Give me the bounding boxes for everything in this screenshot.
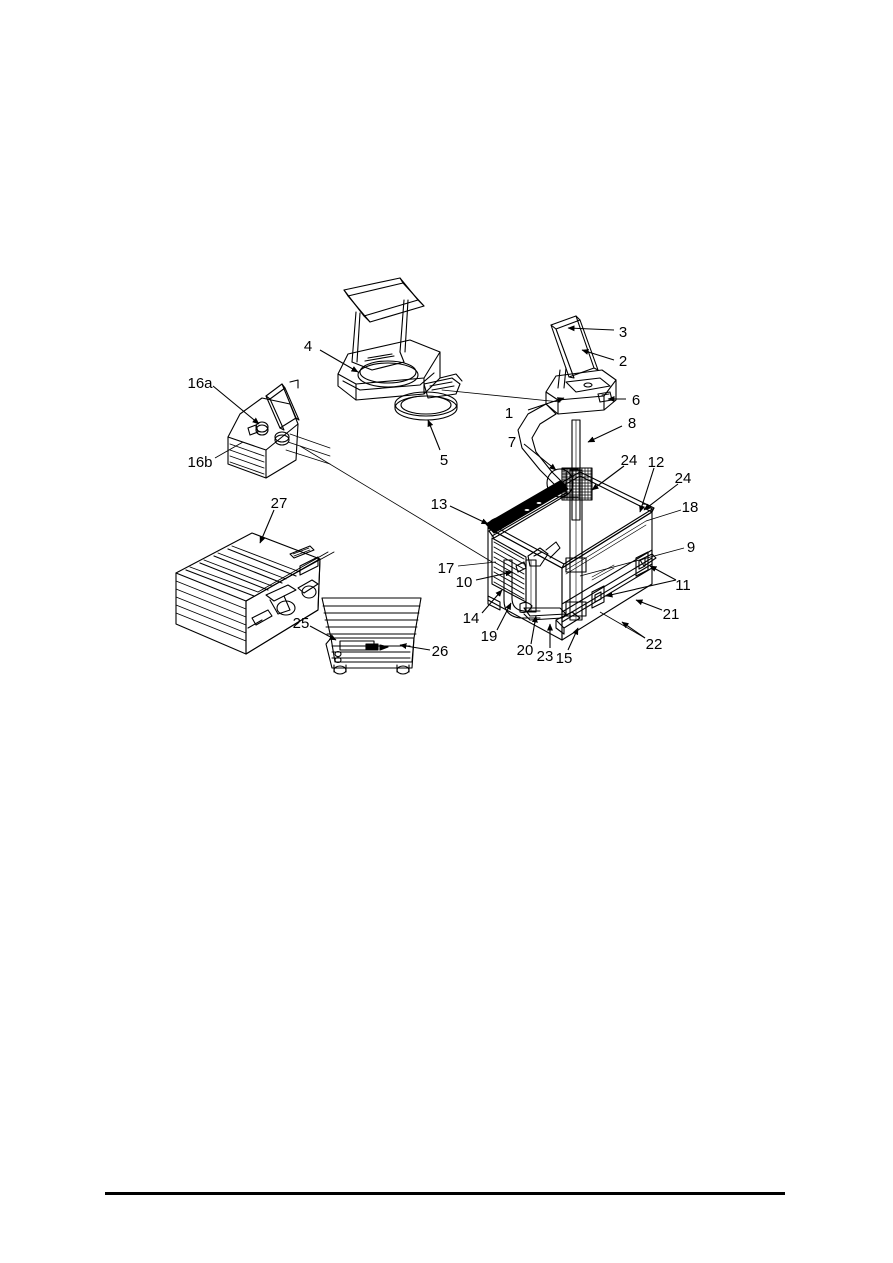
callout-label-27: 27: [271, 495, 288, 512]
callout-label-1: 1: [505, 405, 513, 422]
callout-label-14: 14: [463, 610, 480, 627]
assembly-document-camera: [337, 277, 561, 403]
callout-label-19: 19: [481, 628, 498, 645]
callout-label-17: 17: [438, 560, 455, 577]
callout-number-labels: 1 2 3 4 5 6 7 8 9 10 11 12 13 14 15 16a …: [187, 324, 698, 667]
callout-label-18: 18: [682, 499, 699, 516]
callout-label-11: 11: [675, 577, 691, 594]
callout-label-24b: 24: [675, 470, 692, 487]
callout-leader-lines: [212, 325, 685, 651]
technical-line-artwork: [175, 277, 657, 675]
footer-divider-rule: [105, 1192, 785, 1195]
callout-label-21: 21: [663, 606, 680, 623]
part-lens-ring: [394, 391, 458, 421]
callout-label-7: 7: [508, 434, 516, 451]
callout-label-16a: 16a: [187, 375, 213, 392]
callout-label-12: 12: [648, 454, 665, 471]
callout-label-5: 5: [440, 452, 448, 469]
callout-label-10: 10: [456, 574, 473, 591]
callout-label-4: 4: [304, 338, 312, 355]
callout-label-15: 15: [556, 650, 573, 667]
callout-label-26: 26: [432, 643, 449, 660]
assembly-case-cover: [175, 532, 335, 655]
assembly-detail-16: [227, 379, 493, 563]
callout-label-25: 25: [293, 615, 310, 632]
callout-label-6: 6: [632, 392, 640, 409]
callout-label-16b: 16b: [187, 454, 212, 471]
callout-label-22: 22: [646, 636, 663, 653]
callout-label-20: 20: [517, 642, 534, 659]
callout-label-23: 23: [537, 648, 554, 665]
assembly-carry-handle: [503, 541, 567, 621]
assembly-front-panel: [321, 597, 422, 675]
callout-label-3: 3: [619, 324, 627, 341]
callout-label-9: 9: [687, 539, 695, 556]
callout-label-2: 2: [619, 353, 627, 370]
callout-label-24a: 24: [621, 452, 638, 469]
callout-label-8: 8: [628, 415, 636, 432]
callout-label-13: 13: [431, 496, 448, 513]
